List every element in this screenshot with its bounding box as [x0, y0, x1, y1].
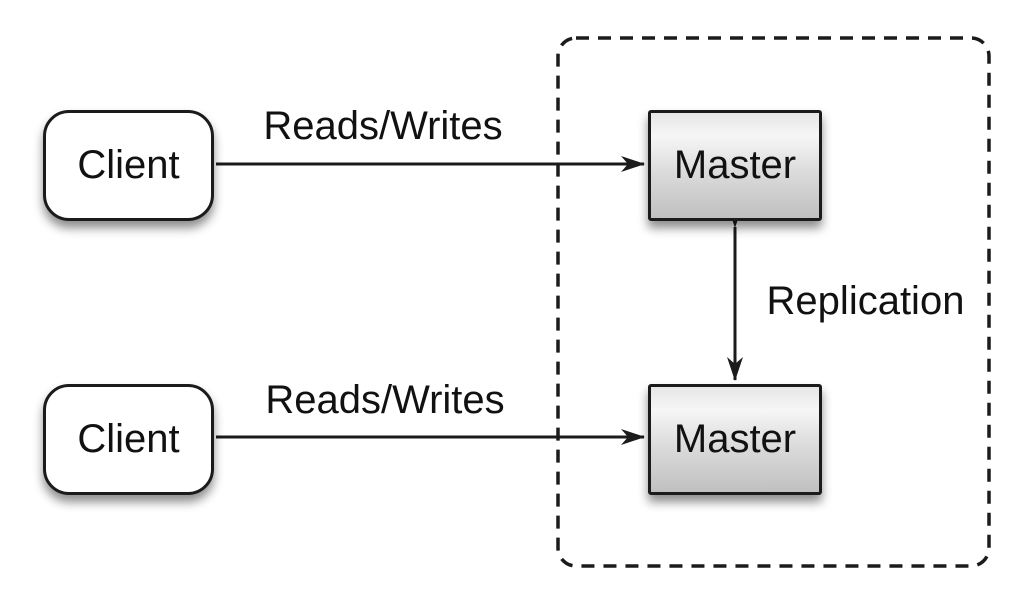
client-node-top-label: Client: [77, 143, 180, 187]
reads-writes-label-bottom: Reads/Writes: [265, 378, 505, 422]
master-node-bottom: Master: [648, 384, 822, 495]
client-node-bottom: Client: [43, 384, 214, 495]
master-node-top-label: Master: [673, 143, 797, 187]
master-node-top: Master: [648, 110, 822, 221]
client-node-bottom-label: Client: [77, 417, 180, 461]
client-node-top: Client: [43, 110, 214, 221]
master-node-bottom-label: Master: [673, 417, 797, 461]
replication-label: Replication: [766, 279, 965, 323]
reads-writes-label-top: Reads/Writes: [263, 104, 503, 148]
